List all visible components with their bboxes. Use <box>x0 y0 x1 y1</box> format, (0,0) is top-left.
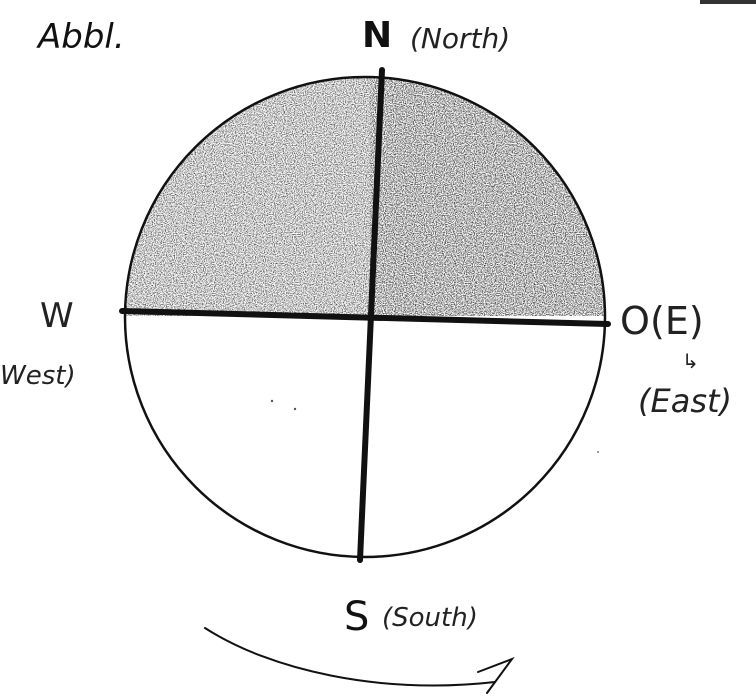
west-east-line <box>119 308 611 327</box>
south-letter: S <box>344 594 369 640</box>
east-arrow: ↳ <box>682 349 699 373</box>
pencil-dot <box>270 399 274 403</box>
compass-circle <box>123 75 607 559</box>
figure-label: Abbl. <box>36 17 125 57</box>
west-letter: W <box>40 296 74 336</box>
east-alt: (E) <box>650 299 704 343</box>
corner-mark <box>700 0 756 4</box>
south-gloss: (South) <box>382 603 478 633</box>
pencil-dot <box>293 407 297 411</box>
north-letter: N <box>362 15 392 56</box>
east-letter: O <box>620 299 650 343</box>
west-gloss: West) <box>0 361 76 391</box>
rotation-arrow <box>204 627 515 694</box>
north-gloss: (North) <box>410 22 510 55</box>
north-south-line <box>357 67 385 563</box>
east-gloss: (East) <box>638 382 732 420</box>
pencil-dot <box>597 451 599 453</box>
